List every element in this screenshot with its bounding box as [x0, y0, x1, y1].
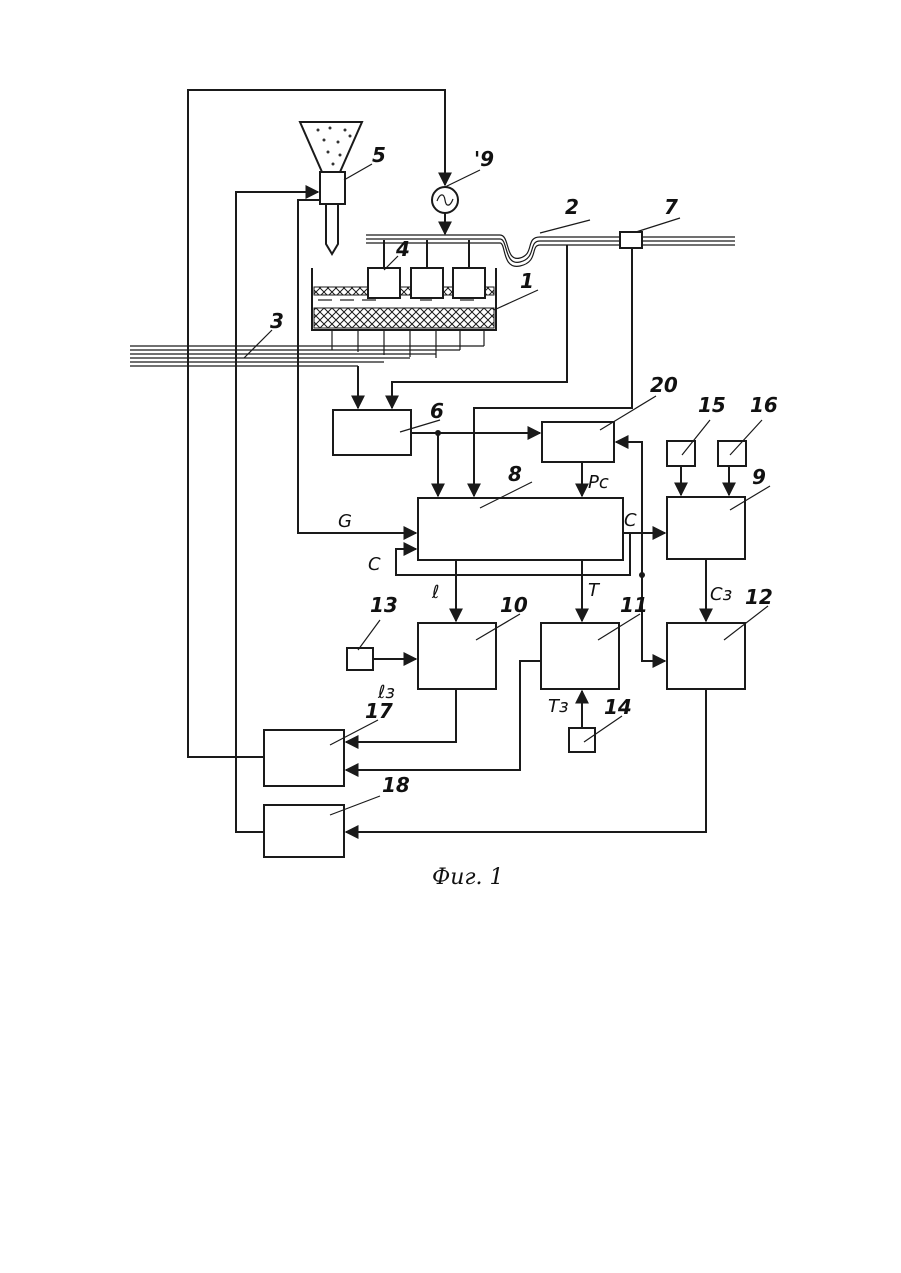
block-13: [347, 648, 373, 670]
signal-Tz: Tз: [548, 696, 569, 717]
signal-lz: ℓз: [377, 682, 395, 703]
label-7: 7: [664, 195, 678, 219]
doser-block-5: [320, 172, 345, 204]
block-14: [569, 728, 595, 752]
anode-block-a: [368, 268, 400, 298]
ac-source-19: [432, 187, 458, 213]
anode-busbar: [366, 235, 735, 266]
anode-block-c: [453, 268, 485, 298]
signal-G: G: [338, 511, 352, 532]
label-4: 4: [395, 237, 410, 261]
label-5: 5: [372, 143, 386, 167]
cathode-busbar: [130, 346, 484, 366]
signal-C-out: C: [624, 510, 637, 531]
signal-l: ℓ: [431, 582, 439, 603]
block-6: [333, 410, 411, 455]
block-9: [667, 497, 745, 559]
block-8: [418, 498, 623, 560]
current-sensor-7: [620, 232, 642, 248]
block-17: [264, 730, 344, 786]
signal-Pc: Pc: [588, 472, 609, 493]
block-18: [264, 805, 344, 857]
label-11: 11: [620, 593, 648, 617]
label-9: 9: [752, 465, 766, 489]
signal-T: T: [588, 580, 601, 601]
feed-nozzle: [326, 204, 338, 254]
leader-lines: [244, 164, 770, 815]
label-3: 3: [270, 309, 284, 333]
block-10: [418, 623, 496, 689]
label-12: 12: [745, 585, 773, 609]
block-11: [541, 623, 619, 689]
label-18: 18: [382, 773, 410, 797]
label-14: 14: [604, 695, 632, 719]
label-16: 16: [750, 393, 778, 417]
label-8: 8: [508, 462, 522, 486]
label-2: 2: [565, 195, 579, 219]
anode-block-b: [411, 268, 443, 298]
label-20: 20: [650, 373, 678, 397]
label-15: 15: [698, 393, 726, 417]
label-10: 10: [500, 593, 528, 617]
label-1: 1: [520, 269, 534, 293]
label-13: 13: [370, 593, 398, 617]
feed-hopper: [300, 122, 362, 172]
signal-C-loop: C: [368, 554, 381, 575]
label-19: '9: [474, 147, 494, 171]
signal-Cz: Cз: [710, 584, 732, 605]
label-6: 6: [430, 399, 444, 423]
figure-caption: Фиг. 1: [432, 865, 504, 890]
